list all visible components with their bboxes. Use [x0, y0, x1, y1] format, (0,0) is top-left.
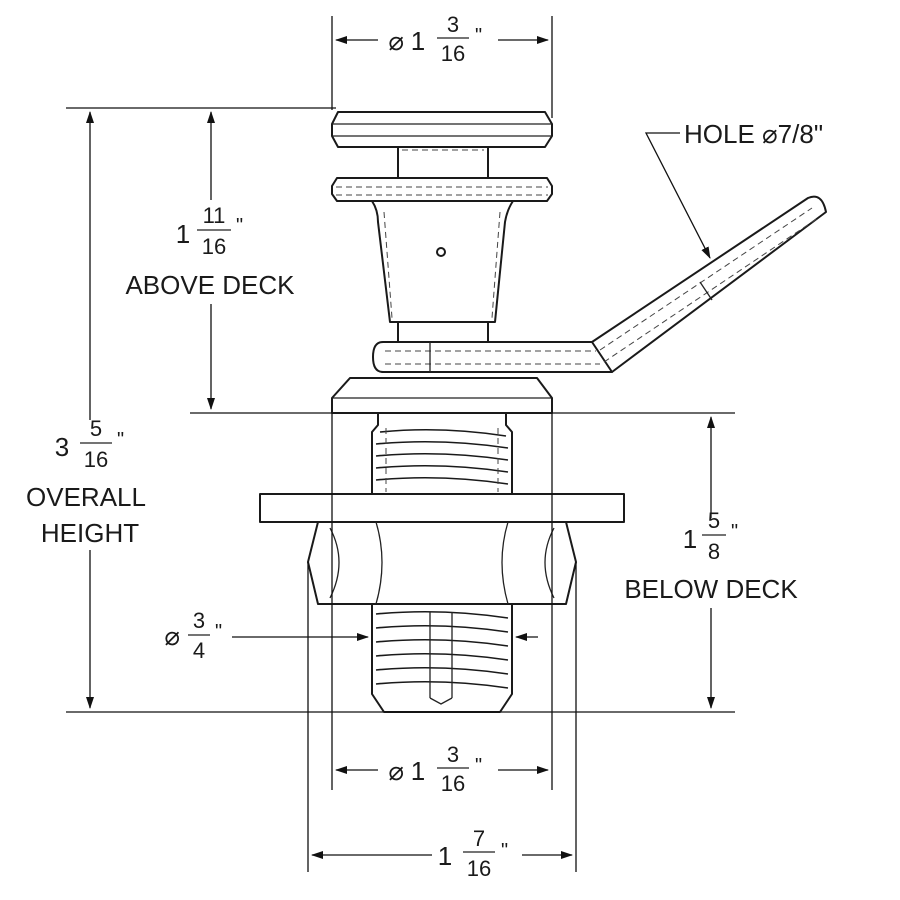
svg-text:": "	[475, 25, 482, 47]
lower-thread	[371, 604, 513, 713]
svg-text:": "	[215, 621, 222, 643]
svg-text:": "	[475, 755, 482, 777]
svg-text:1: 1	[176, 219, 190, 249]
svg-text:OVERALL: OVERALL	[26, 482, 146, 512]
dimension-lines	[66, 16, 735, 872]
svg-text:5: 5	[90, 416, 102, 441]
svg-text:4: 4	[193, 638, 205, 663]
svg-text:⌀: ⌀	[388, 26, 404, 56]
svg-text:11: 11	[203, 203, 226, 228]
svg-text:1: 1	[411, 26, 425, 56]
svg-text:BELOW DECK: BELOW DECK	[624, 574, 798, 604]
lever-bar	[372, 341, 613, 373]
upper-thread	[371, 413, 513, 495]
deck-plate	[259, 493, 625, 523]
svg-text:": "	[236, 215, 243, 237]
knob-stem	[397, 147, 489, 178]
svg-text:3: 3	[193, 608, 205, 633]
lever-arm	[591, 195, 827, 373]
overall-height-label: 3 5 16 " OVERALL HEIGHT	[26, 416, 146, 548]
svg-text:5: 5	[708, 508, 720, 533]
below-deck-label: 1 5 8 " BELOW DECK	[624, 508, 798, 604]
svg-text:⌀: ⌀	[388, 756, 404, 786]
knob-cap	[331, 111, 553, 148]
deck-flange	[331, 377, 553, 414]
svg-text:16: 16	[467, 856, 491, 881]
svg-text:8: 8	[708, 539, 720, 564]
svg-text:HEIGHT: HEIGHT	[41, 518, 139, 548]
svg-text:": "	[501, 840, 508, 862]
pin-hole	[436, 247, 446, 257]
svg-text:1: 1	[438, 841, 452, 871]
top-diameter-label: ⌀ 1 3 16 "	[388, 12, 482, 66]
part-outline	[259, 111, 827, 713]
collar	[331, 177, 553, 202]
bottom-diameter-label: ⌀ 1 3 16 "	[388, 742, 482, 796]
nut-width-label: 1 7 16 "	[438, 826, 508, 881]
svg-text:16: 16	[441, 41, 465, 66]
svg-text:1: 1	[683, 524, 697, 554]
thread-diameter-label: ⌀ 3 4 "	[164, 608, 222, 663]
svg-text:ABOVE DECK: ABOVE DECK	[125, 270, 295, 300]
svg-text:1: 1	[411, 756, 425, 786]
svg-text:3: 3	[447, 742, 459, 767]
svg-text:": "	[117, 429, 124, 451]
svg-text:16: 16	[84, 447, 108, 472]
svg-text:16: 16	[202, 234, 226, 259]
svg-text:7: 7	[473, 826, 485, 851]
tapered-body	[371, 200, 514, 323]
above-deck-label: 1 11 16 " ABOVE DECK	[125, 203, 295, 300]
hole-label: HOLE ⌀7/8"	[684, 119, 823, 149]
svg-text:3: 3	[447, 12, 459, 37]
svg-text:⌀: ⌀	[164, 621, 180, 651]
svg-text:": "	[731, 521, 738, 543]
svg-text:3: 3	[55, 432, 69, 462]
svg-text:16: 16	[441, 771, 465, 796]
hex-nut	[307, 521, 577, 605]
